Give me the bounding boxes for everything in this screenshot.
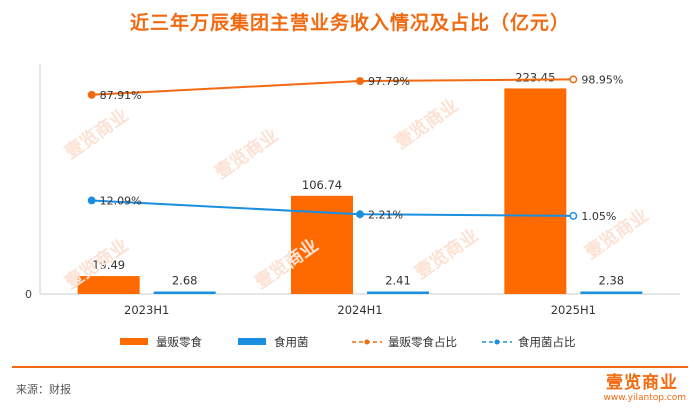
bar <box>504 88 567 295</box>
y-tick-label: 0 <box>25 288 32 301</box>
x-tick-label: 2023H1 <box>124 303 169 317</box>
series-line <box>91 78 574 96</box>
source-note: 来源：财报 <box>16 383 71 396</box>
line-point <box>87 196 96 205</box>
legend-label: 量贩零食占比 <box>388 335 457 349</box>
legend-marker <box>364 339 370 345</box>
data-label: 2.38 <box>599 274 625 288</box>
data-label: 2.41 <box>385 274 411 288</box>
data-label: 106.74 <box>302 178 342 192</box>
legend-label: 食用菌 <box>274 335 309 349</box>
data-label: 98.95% <box>581 73 623 86</box>
footer-divider <box>12 366 688 368</box>
brand-url: www.yilantop.com <box>603 393 687 403</box>
line-point <box>569 211 578 220</box>
data-label: 97.79% <box>368 75 410 88</box>
legend-marker <box>494 339 500 345</box>
data-label: 19.49 <box>92 258 125 272</box>
legend-label: 量贩零食 <box>156 335 202 349</box>
chart-title: 近三年万辰集团主营业务收入情况及占比（亿元） <box>129 12 570 34</box>
bar <box>367 291 429 294</box>
line-point <box>87 90 96 99</box>
bar <box>77 276 140 294</box>
data-label: 87.91% <box>100 89 142 102</box>
data-label: 2.68 <box>172 274 198 288</box>
brand-logo: 壹览商业 <box>606 373 678 393</box>
x-tick-label: 2025H1 <box>551 303 596 317</box>
legend-label: 食用菌占比 <box>518 335 576 349</box>
bar <box>153 291 216 294</box>
line-point <box>356 210 364 219</box>
x-tick-label: 2024H1 <box>337 303 382 317</box>
legend-swatch <box>238 338 266 345</box>
line-point <box>356 77 364 85</box>
data-label: 1.05% <box>581 210 616 223</box>
data-label: 12.09% <box>100 194 142 207</box>
bar <box>580 291 643 294</box>
data-label: 223.45 <box>515 70 555 84</box>
legend-swatch <box>120 338 148 345</box>
data-label: 2.21% <box>368 208 403 221</box>
line-point <box>569 75 578 84</box>
